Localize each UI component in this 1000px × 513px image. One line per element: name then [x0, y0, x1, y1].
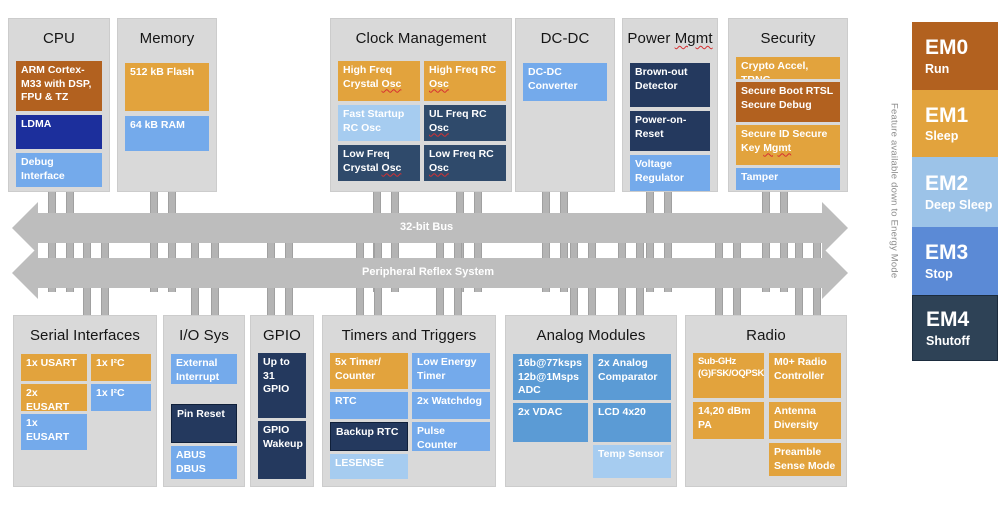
bus-arrowhead-left: [12, 247, 38, 299]
tile-subghz-modulation: Sub-GHz (G)FSK/OQPSK): [693, 353, 764, 398]
tile-abus-dbus: ABUS DBUS: [171, 446, 237, 479]
tile-preamble-sense-mode: Preamble Sense Mode: [769, 443, 841, 476]
block-security: Security Crypto Accel, TRNG Secure Boot …: [728, 18, 848, 192]
tile-low-energy-timer: Low Energy Timer: [412, 353, 490, 389]
block-radio-title: Radio: [746, 327, 786, 344]
tile-crypto-accel-trng: Crypto Accel, TRNG: [736, 57, 840, 79]
tile-hf-rc-osc: High Freq RC Osc: [424, 61, 506, 101]
tile-adc: 16b@77ksps 12b@1Msps ADC: [513, 354, 588, 400]
block-io-sys: I/O Sys External Interrupt Pin Reset ABU…: [163, 315, 245, 487]
block-analog-title: Analog Modules: [536, 327, 646, 344]
tile-usart: 1x USART: [21, 354, 87, 381]
em-name: Deep Sleep: [925, 197, 993, 212]
block-gpio: GPIO Up to 31 GPIO GPIO Wakeup: [250, 315, 314, 487]
tile-i2c-2: 1x I²C: [91, 384, 151, 411]
tile-hf-crystal-osc: High Freq Crystal Osc: [338, 61, 420, 101]
tile-ul-freq-rc-osc: UL Freq RC Osc: [424, 105, 506, 141]
tile-lcd: LCD 4x20: [593, 403, 671, 442]
energy-mode-legend: EM0 Run EM1 Sleep EM2 Deep Sleep EM3 Sto…: [912, 22, 998, 361]
tile-pin-reset: Pin Reset: [171, 404, 237, 443]
tile-up-to-31-gpio: Up to 31 GPIO: [258, 353, 306, 418]
energy-mode-em2: EM2 Deep Sleep: [912, 157, 998, 227]
em-name: Shutoff: [926, 333, 970, 348]
block-clock-management: Clock Management High Freq Crystal Osc H…: [330, 18, 512, 192]
tile-lf-rc-osc: Low Freq RC Osc: [424, 145, 506, 181]
tile-m0-radio-controller: M0+ Radio Controller: [769, 353, 841, 398]
energy-mode-em0: EM0 Run: [912, 22, 998, 90]
em-name: Stop: [925, 266, 953, 281]
energy-mode-em3: EM3 Stop: [912, 227, 998, 295]
tile-fast-startup-rc-osc: Fast Startup RC Osc: [338, 105, 420, 141]
bus-32bit-label: 32-bit Bus: [400, 221, 454, 233]
empty-cell: [693, 443, 764, 476]
em-code: EM0: [925, 36, 969, 60]
bus-arrowhead-right: [822, 247, 848, 299]
tile-timer-counter: 5x Timer/ Counter: [330, 353, 408, 389]
em-code: EM3: [925, 241, 969, 265]
tile-watchdog: 2x Watchdog: [412, 392, 490, 419]
block-radio: Radio Sub-GHz (G)FSK/OQPSK) M0+ Radio Co…: [685, 315, 847, 487]
tile-ldma: LDMA: [16, 115, 102, 149]
bus-arrowhead-left: [12, 202, 38, 254]
tile-secure-id-key-mgmt: Secure ID Secure Key Mgmt: [736, 125, 840, 165]
tile-backup-rtc: Backup RTC: [330, 422, 408, 451]
bus-prs-label: Peripheral Reflex System: [362, 266, 495, 278]
block-analog-modules: Analog Modules 16b@77ksps 12b@1Msps ADC …: [505, 315, 677, 487]
tile-power-on-reset: Power-on-Reset: [630, 111, 710, 151]
block-power-mgmt: Power Mgmt Brown-out Detector Power-on-R…: [622, 18, 718, 192]
tile-analog-comparator: 2x Analog Comparator: [593, 354, 671, 400]
tile-lf-crystal-osc: Low Freq Crystal Osc: [338, 145, 420, 181]
block-io-title: I/O Sys: [179, 327, 229, 344]
tile-eusart-1x: 1x EUSART: [21, 414, 87, 450]
tile-debug-interface: Debug Interface: [16, 153, 102, 187]
energy-mode-rotated-label: Feature available down to Energy Mode: [888, 103, 900, 279]
tile-pa: 14,20 dBm PA: [693, 402, 764, 439]
empty-cell: [513, 445, 588, 478]
em-code: EM1: [925, 103, 969, 127]
tile-ram: 64 kB RAM: [125, 116, 209, 151]
block-power-title: Power Mgmt: [627, 30, 713, 47]
em-name: Sleep: [925, 129, 959, 144]
tile-lesense: LESENSE: [330, 454, 408, 479]
energy-mode-em1: EM1 Sleep: [912, 90, 998, 157]
empty-cell: [412, 454, 490, 479]
tile-dcdc-converter: DC-DC Converter: [523, 63, 607, 101]
block-serial-interfaces: Serial Interfaces 1x USART 1x I²C 2x EUS…: [13, 315, 157, 487]
block-timers-title: Timers and Triggers: [341, 327, 477, 344]
block-security-title: Security: [760, 30, 816, 47]
tile-tamper: Tamper: [736, 168, 840, 190]
block-cpu-title: CPU: [43, 30, 75, 47]
block-dcdc: DC-DC DC-DC Converter: [515, 18, 615, 192]
block-memory: Memory 512 kB Flash 64 kB RAM: [117, 18, 217, 192]
block-gpio-title: GPIO: [263, 327, 301, 344]
tile-eusart-2x: 2x EUSART: [21, 384, 87, 411]
tile-flash: 512 kB Flash: [125, 63, 209, 111]
tile-pulse-counter: Pulse Counter: [412, 422, 490, 451]
tile-i2c-1: 1x I²C: [91, 354, 151, 381]
em-name: Run: [925, 61, 950, 76]
block-cpu: CPU ARM Cortex-M33 with DSP, FPU & TZ LD…: [8, 18, 110, 192]
tile-antenna-diversity: Antenna Diversity: [769, 402, 841, 439]
block-memory-title: Memory: [139, 30, 195, 47]
block-dcdc-title: DC-DC: [540, 30, 590, 47]
tile-voltage-regulator: Voltage Regulator: [630, 155, 710, 191]
em-code: EM4: [926, 308, 970, 332]
bus-arrowhead-right: [822, 202, 848, 254]
energy-mode-em4: EM4 Shutoff: [912, 295, 998, 361]
bus-peripheral-reflex: [38, 258, 822, 288]
empty-cell: [91, 414, 151, 450]
tile-brownout-detector: Brown-out Detector: [630, 63, 710, 107]
tile-external-interrupt: External Interrupt: [171, 354, 237, 384]
block-clock-title: Clock Management: [355, 30, 487, 47]
tile-secure-boot: Secure Boot RTSL Secure Debug: [736, 82, 840, 122]
tile-rtc: RTC: [330, 392, 408, 419]
tile-gpio-wakeup: GPIO Wakeup: [258, 421, 306, 479]
em-code: EM2: [925, 172, 969, 196]
tile-temp-sensor: Temp Sensor: [593, 445, 671, 478]
block-serial-title: Serial Interfaces: [29, 327, 141, 344]
tile-arm-cortex-m33: ARM Cortex-M33 with DSP, FPU & TZ: [16, 61, 102, 111]
block-timers-triggers: Timers and Triggers 5x Timer/ Counter Lo…: [322, 315, 496, 487]
bus-32bit: [38, 213, 822, 243]
tile-vdac: 2x VDAC: [513, 403, 588, 442]
